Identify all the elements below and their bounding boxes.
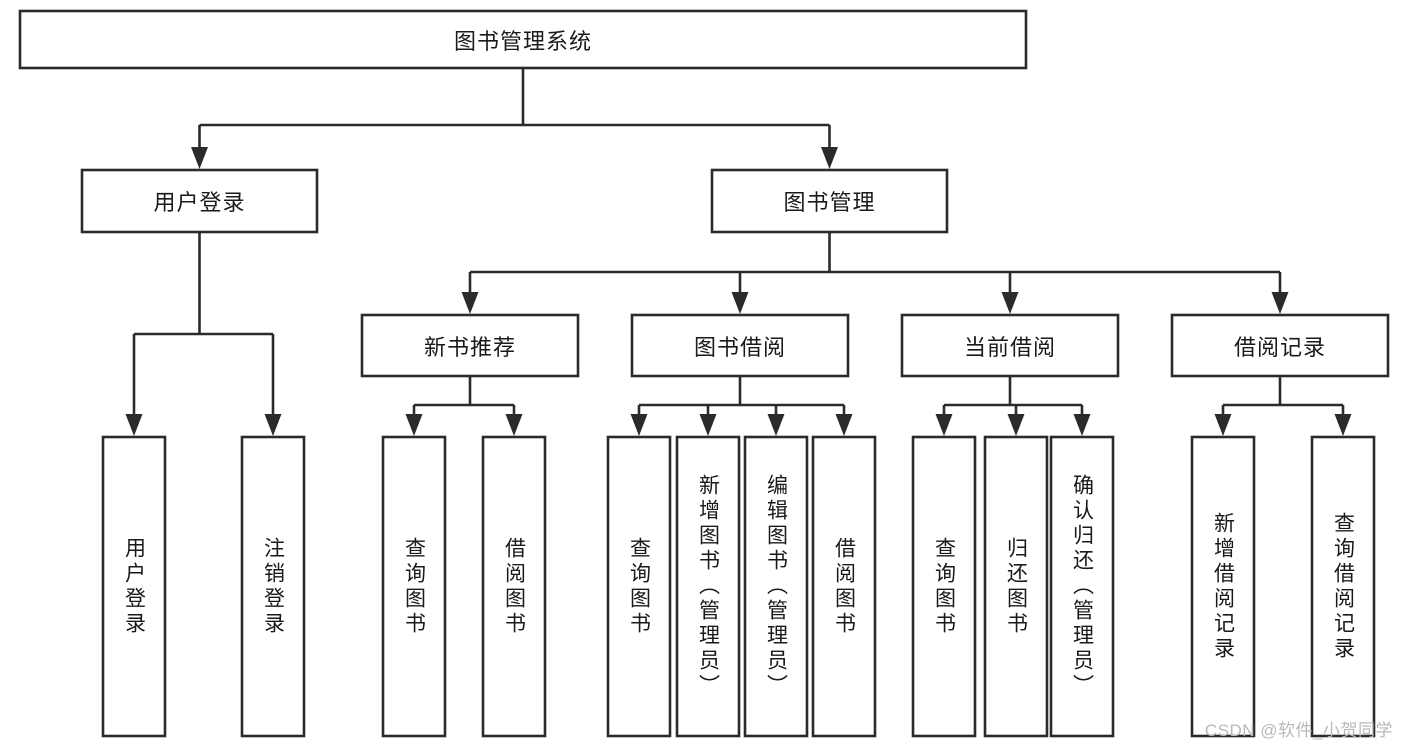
node-box-borrow-record[interactable] (1170, 313, 1390, 378)
node-box-leaf-borrow-edit[interactable] (743, 435, 809, 738)
node-box-book-borrow[interactable] (630, 313, 850, 378)
arrow-head-icon (630, 414, 648, 436)
arrow-head-icon (1271, 292, 1289, 314)
node-box-leaf-cur-confirm[interactable] (1049, 435, 1115, 738)
arrow-head-icon (731, 292, 749, 314)
node-box-leaf-cur-return[interactable] (983, 435, 1049, 738)
arrow-head-icon (191, 147, 208, 169)
arrow-head-icon (1001, 292, 1019, 314)
arrow-head-icon (767, 414, 785, 436)
node-box-leaf-borrow-take[interactable] (811, 435, 877, 738)
node-box-leaf-rec-borrow[interactable] (481, 435, 547, 738)
node-box-new-book-rec[interactable] (360, 313, 580, 378)
node-box-leaf-user-logout[interactable] (240, 435, 306, 738)
arrow-head-icon (1007, 414, 1025, 436)
node-box-leaf-borrow-add[interactable] (675, 435, 741, 738)
node-box-leaf-rec-add[interactable] (1190, 435, 1256, 738)
node-box-leaf-rec-query[interactable] (381, 435, 447, 738)
arrow-head-icon (405, 414, 423, 436)
arrow-head-icon (1073, 414, 1091, 436)
arrow-head-icon (1214, 414, 1232, 436)
edges-layer (125, 68, 1352, 436)
node-box-root[interactable] (18, 9, 1028, 70)
arrow-head-icon (1334, 414, 1352, 436)
watermark-text: CSDN @软件_小贺同学 (1204, 721, 1393, 740)
node-box-leaf-cur-query[interactable] (911, 435, 977, 738)
arrow-head-icon (699, 414, 717, 436)
boxes-layer (18, 9, 1390, 738)
node-box-user-login[interactable] (80, 168, 319, 234)
arrow-head-icon (935, 414, 953, 436)
arrow-head-icon (264, 414, 282, 436)
node-box-current-borrow[interactable] (900, 313, 1120, 378)
node-box-leaf-rec-search[interactable] (1310, 435, 1376, 738)
node-box-book-manage[interactable] (710, 168, 949, 234)
arrow-head-icon (505, 414, 523, 436)
arrow-head-icon (835, 414, 853, 436)
node-box-leaf-borrow-query[interactable] (606, 435, 672, 738)
arrow-head-icon (125, 414, 143, 436)
node-box-leaf-user-login[interactable] (101, 435, 167, 738)
arrow-head-icon (821, 147, 838, 169)
arrow-head-icon (461, 292, 479, 314)
